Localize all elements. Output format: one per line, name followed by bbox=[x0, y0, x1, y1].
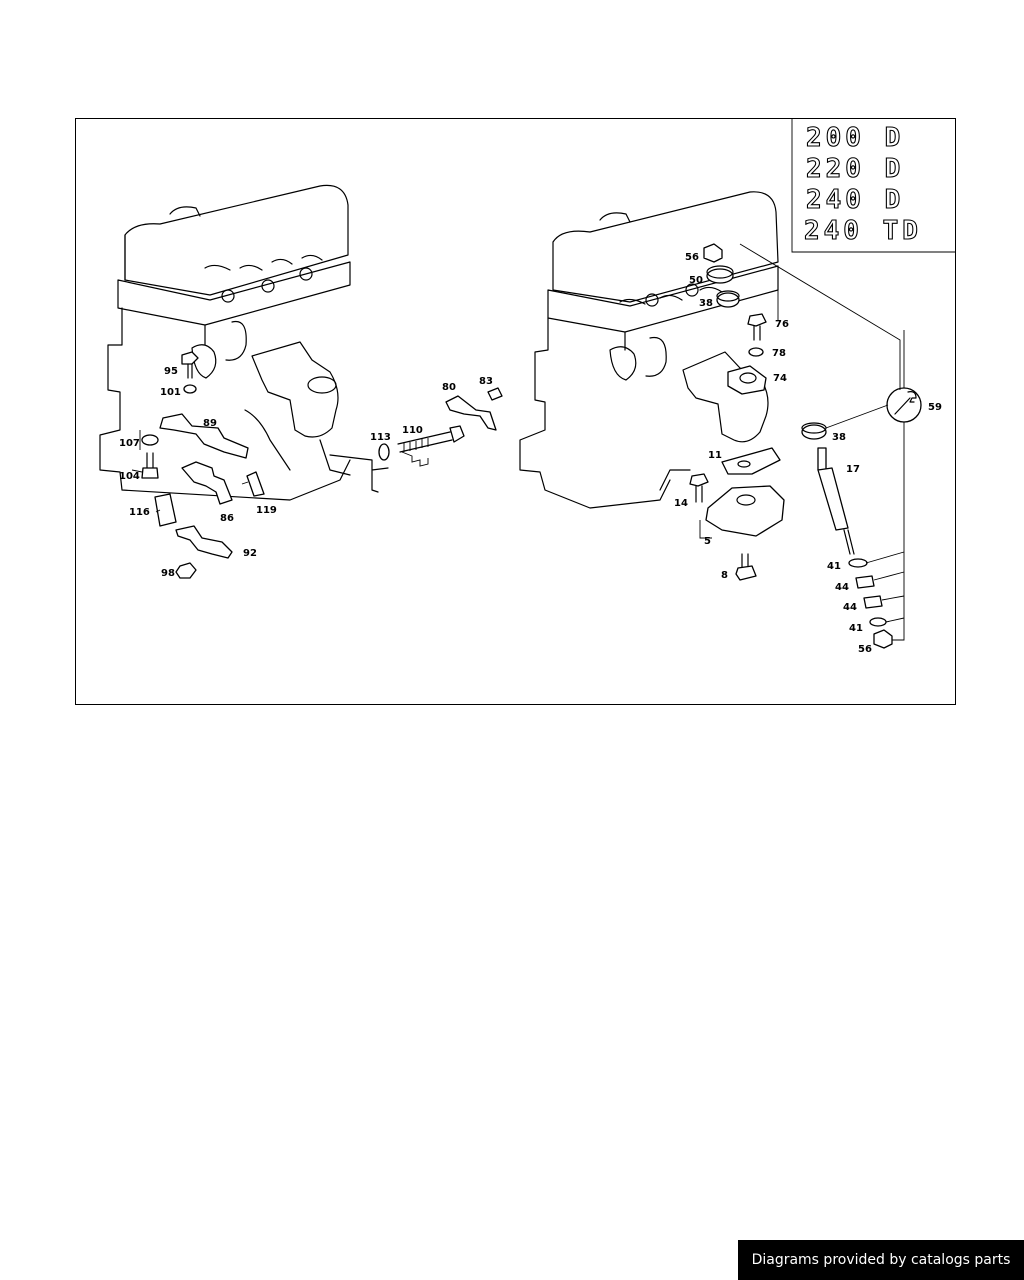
callout-104: 104 bbox=[119, 471, 140, 482]
model-240d: 240 D bbox=[806, 185, 904, 215]
callout-89: 89 bbox=[203, 418, 217, 429]
callout-119: 119 bbox=[256, 505, 277, 516]
callout-44-upper: 44 bbox=[835, 582, 849, 593]
callout-59: 59 bbox=[928, 402, 942, 413]
callout-110: 110 bbox=[402, 425, 423, 436]
model-220d: 220 D bbox=[806, 154, 904, 184]
callout-41-lower: 41 bbox=[849, 623, 863, 634]
right-parts bbox=[689, 243, 922, 649]
model-legend: 200 D 220 D 240 D 240 TD bbox=[791, 119, 956, 253]
callout-76: 76 bbox=[775, 319, 789, 330]
callout-80: 80 bbox=[442, 382, 456, 393]
callout-41-upper: 41 bbox=[827, 561, 841, 572]
callout-11: 11 bbox=[708, 450, 722, 461]
right-engine-block bbox=[519, 191, 779, 509]
callout-44-lower: 44 bbox=[843, 602, 857, 613]
callout-38-upper: 38 bbox=[699, 298, 713, 309]
callout-50: 50 bbox=[689, 275, 703, 286]
callout-86: 86 bbox=[220, 513, 234, 524]
callout-92: 92 bbox=[243, 548, 257, 559]
callout-56-bottom: 56 bbox=[858, 644, 872, 655]
left-engine-block bbox=[99, 184, 389, 501]
model-200d: 200 D bbox=[806, 123, 904, 153]
callout-labels: 95 101 89 107 104 116 86 92 98 119 113 1… bbox=[119, 252, 942, 655]
callout-56-top: 56 bbox=[685, 252, 699, 263]
callout-17: 17 bbox=[846, 464, 860, 475]
callout-107: 107 bbox=[119, 438, 140, 449]
diagram-frame bbox=[75, 118, 956, 705]
footer-credit: Diagrams provided by catalogs parts bbox=[738, 1240, 1024, 1280]
callout-113: 113 bbox=[370, 432, 391, 443]
callout-116: 116 bbox=[129, 507, 150, 518]
callout-83: 83 bbox=[479, 376, 493, 387]
leader-lines bbox=[131, 243, 905, 641]
callout-101: 101 bbox=[160, 387, 181, 398]
callout-95: 95 bbox=[164, 366, 178, 377]
callout-5: 5 bbox=[704, 536, 711, 547]
callout-38-right: 38 bbox=[832, 432, 846, 443]
callout-14: 14 bbox=[674, 498, 688, 509]
left-parts bbox=[141, 351, 503, 579]
model-240td: 240 TD bbox=[804, 216, 922, 246]
callout-74: 74 bbox=[773, 373, 787, 384]
callout-78: 78 bbox=[772, 348, 786, 359]
callout-8: 8 bbox=[721, 570, 728, 581]
callout-98: 98 bbox=[161, 568, 175, 579]
